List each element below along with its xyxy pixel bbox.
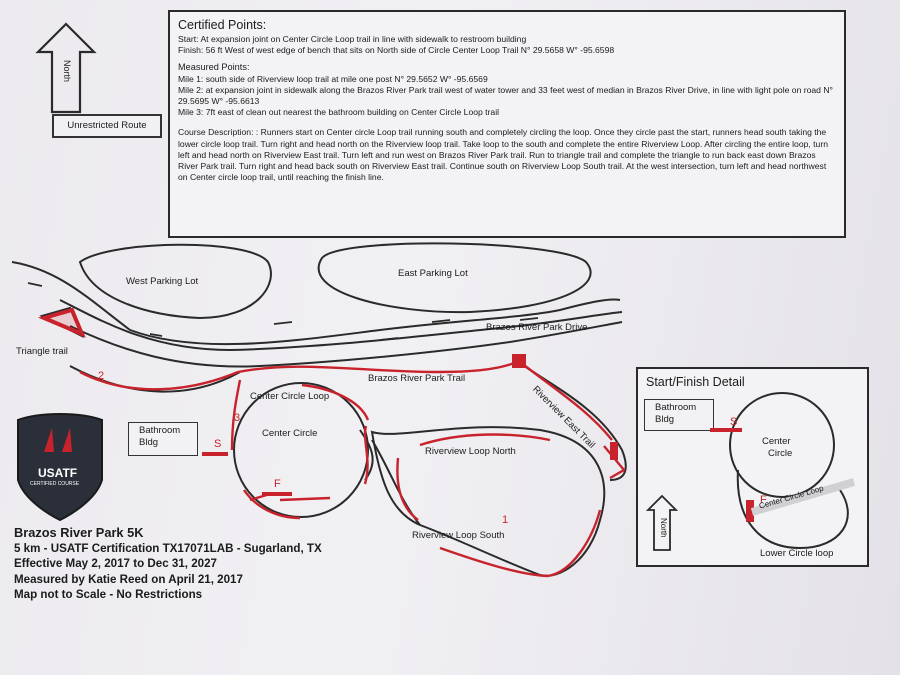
course-description: Course Description: : Runners start on C… — [178, 127, 828, 183]
detail-lower-loop-label: Lower Circle loop — [760, 548, 834, 559]
detail-bathroom-box: Bathroom Bldg — [644, 399, 714, 431]
credits-effective: Effective May 2, 2017 to Dec 31, 2027 — [14, 557, 218, 571]
road-dashes — [27, 282, 539, 341]
detail-center-text: Center — [762, 436, 791, 447]
west-parking-lot-outline — [78, 243, 272, 320]
start-marker-label: S — [214, 438, 222, 450]
road-edge-south — [69, 321, 623, 368]
credits-block: Brazos River Park 5K 5 km - USATF Certif… — [14, 525, 322, 603]
certified-points-box: Certified Points: Start: At expansion jo… — [168, 10, 846, 238]
mile1-text: Mile 1: south side of Riverview loop tra… — [178, 73, 488, 84]
bldg-text: Bldg — [139, 437, 159, 448]
measured-title: Measured Points: — [178, 62, 250, 73]
usatf-wings-icon — [44, 428, 72, 452]
badge-sub: CERTIFIED COURSE — [30, 481, 80, 487]
detail-north-arrow-icon — [645, 494, 679, 551]
detail-circle-text: Circle — [768, 448, 793, 459]
start-text: Start: At expansion joint on Center Circ… — [178, 34, 527, 44]
mile2-marker: 2 — [98, 370, 105, 382]
finish-text: Finish: 56 ft West of west edge of bench… — [178, 45, 615, 56]
bathroom-bldg-box: Bathroom Bldg — [128, 422, 198, 456]
detail-center-circle-outline — [729, 392, 835, 498]
unrestricted-route-box: Unrestricted Route — [52, 114, 162, 138]
east-parking-label: East Parking Lot — [398, 268, 468, 279]
detail-bldg-text: Bldg — [655, 414, 675, 425]
mile1-marker: 1 — [502, 514, 509, 526]
usatf-shield-icon — [17, 413, 103, 522]
riverview-east-outline — [514, 359, 627, 481]
bathroom-text: Bathroom — [139, 425, 181, 436]
west-parking-label: West Parking Lot — [126, 276, 199, 287]
credits-certification: 5 km - USATF Certification TX17071LAB - … — [14, 541, 322, 555]
loop-south-label: Riverview Loop South — [412, 530, 505, 541]
north-arrow-icon — [35, 22, 97, 114]
detail-bench-strip — [750, 478, 856, 516]
badge-name: USATF — [38, 466, 78, 480]
mile2-text: Mile 2: at expansion joint in sidewalk a… — [178, 84, 833, 107]
mile3-text: Mile 3: 7ft east of clean out nearest th… — [178, 107, 500, 118]
east-parking-lot-outline — [317, 242, 592, 314]
detail-finish-marker — [746, 500, 754, 522]
detail-bathroom-text: Bathroom — [655, 402, 697, 413]
center-loop-label: Center Circle Loop — [250, 391, 330, 402]
loop-north-label: Riverview Loop North — [425, 446, 516, 457]
center-circle-label: Center Circle — [262, 428, 318, 439]
route-path — [37, 307, 626, 578]
detail-finish-label: F — [760, 494, 767, 506]
detail-lower-loop-outline — [736, 469, 849, 550]
riverview-loop-outline — [370, 426, 606, 577]
certified-title: Certified Points: — [178, 18, 267, 32]
credits-title: Brazos River Park 5K — [14, 525, 144, 540]
center-circle-outline — [233, 382, 369, 518]
detail-title: Start/Finish Detail — [646, 375, 745, 389]
credits-measured: Measured by Katie Reed on April 21, 2017 — [14, 572, 243, 586]
detail-north-label: North — [659, 518, 668, 538]
road-edge-mid — [59, 299, 623, 352]
route-markers — [202, 354, 618, 496]
mile3-marker: 3 — [234, 412, 241, 424]
detail-start-marker — [710, 428, 742, 432]
detail-start-label: S — [730, 416, 738, 428]
road-edge-north — [11, 261, 621, 346]
drive-label: Brazos River Park Drive — [486, 322, 588, 333]
finish-marker-label: F — [274, 478, 281, 490]
triangle-trail-label: Triangle trail — [16, 346, 68, 357]
credits-note: Map not to Scale - No Restrictions — [14, 588, 203, 602]
park-trail-label: Brazos River Park Trail — [368, 373, 466, 384]
